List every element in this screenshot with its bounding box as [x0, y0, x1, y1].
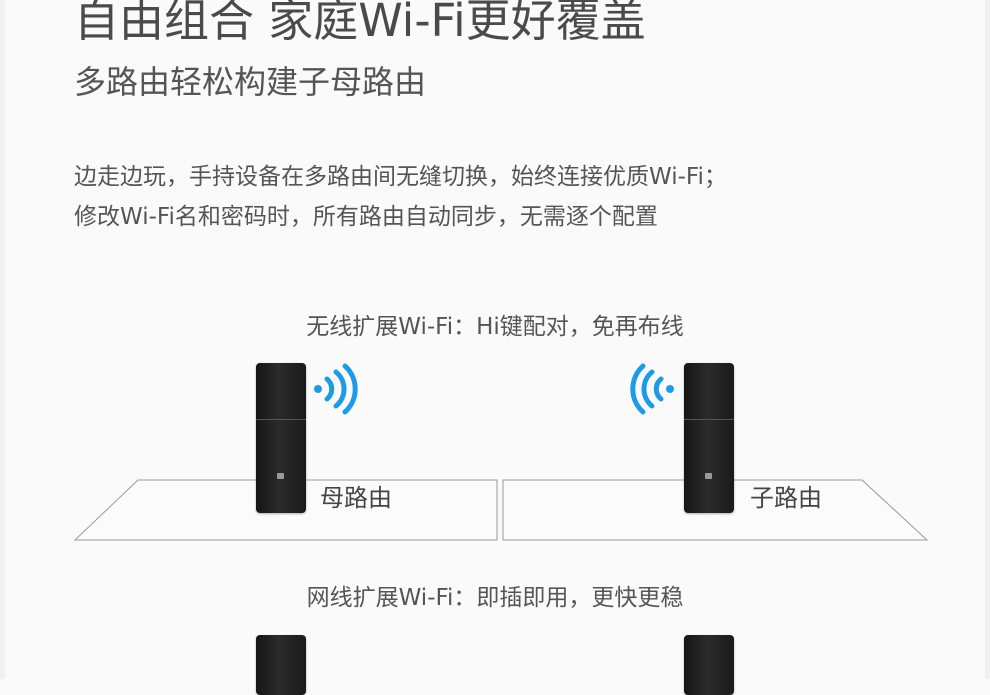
wired-child-router-image [684, 635, 734, 695]
subheadline: 多路由轻松构建子母路由 [74, 63, 427, 101]
left-margin-strip [0, 0, 5, 679]
child-router-image [684, 363, 734, 513]
mother-router-label: 母路由 [320, 484, 392, 512]
router-logo-icon [277, 473, 284, 479]
wireless-extension-caption: 无线扩展Wi-Fi：Hi键配对，免再布线 [306, 314, 684, 340]
description-line-2: 修改Wi-Fi名和密码时，所有路由自动同步，无需逐个配置 [74, 204, 658, 230]
floor-illustration [73, 479, 929, 541]
mother-router-image [256, 363, 306, 513]
headline: 自由组合 家庭Wi-Fi更好覆盖 [74, 0, 646, 47]
wired-extension-caption: 网线扩展Wi-Fi：即插即用，更快更稳 [306, 585, 684, 611]
child-router-label: 子路由 [750, 484, 822, 512]
wifi-signal-icon [314, 363, 358, 415]
right-margin-strip [985, 0, 990, 679]
description-line-1: 边走边玩，手持设备在多路由间无缝切换，始终连接优质Wi-Fi； [74, 164, 727, 190]
wifi-signal-icon [630, 363, 674, 415]
router-logo-icon [705, 473, 712, 479]
wired-mother-router-image [256, 635, 306, 695]
